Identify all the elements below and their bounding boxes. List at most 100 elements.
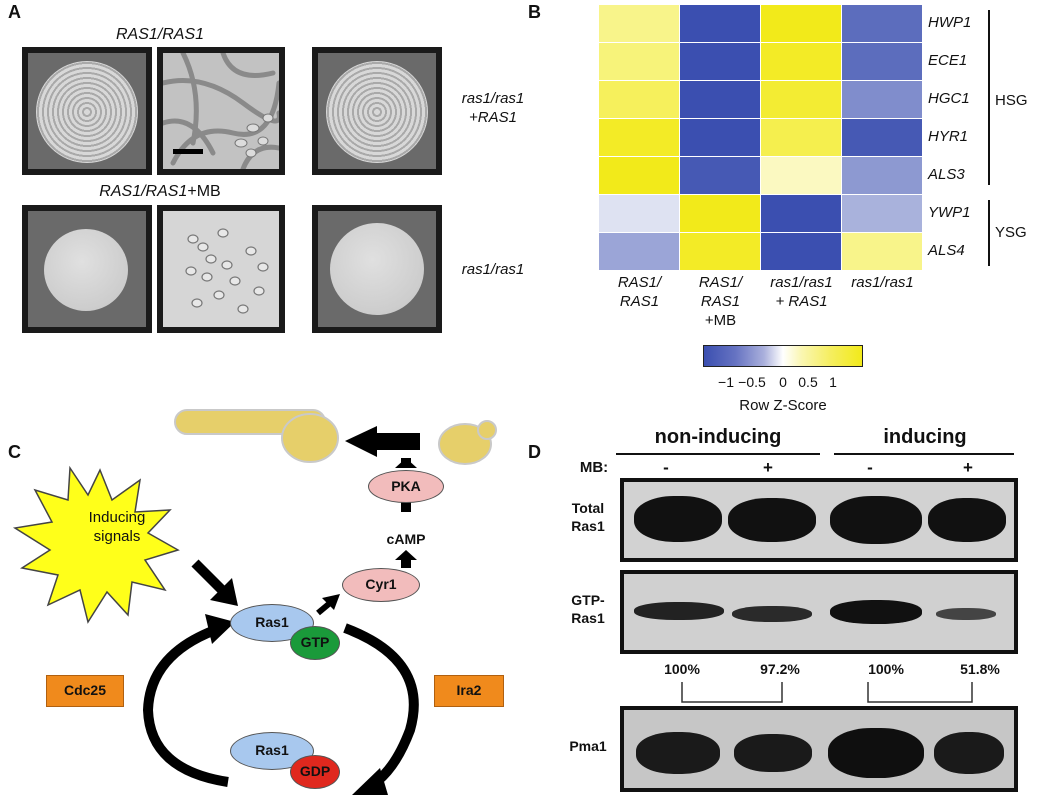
- hyphae-drawing: [163, 53, 279, 169]
- heatmap-cell: [680, 81, 760, 118]
- label-wildtype: RAS1/RAS1: [115, 26, 205, 43]
- mb-sign: +: [963, 458, 973, 477]
- heatmap-cell: [842, 233, 922, 270]
- heatmap-cell: [680, 43, 760, 80]
- inducing-signals-star: [12, 465, 180, 624]
- ras-to-cyr1-arrow: [316, 594, 340, 616]
- blot-pma1: [620, 706, 1018, 792]
- colorbar-tick-label: 0: [779, 374, 787, 390]
- micrograph-hyphae: [157, 47, 285, 175]
- colony-wildtype-mb: [22, 205, 152, 333]
- heatmap-cell: [680, 5, 760, 42]
- mb-sign: +: [763, 458, 773, 477]
- blot-gtp-line2: Ras1: [571, 610, 605, 626]
- label-complemented-line1: ras1/ras1: [461, 90, 525, 107]
- colony-wildtype: [22, 47, 152, 175]
- label-complemented-line2: +RAS1: [469, 109, 517, 126]
- blot-total-line2: Ras1: [571, 518, 605, 534]
- heatmap-cell: [599, 157, 679, 194]
- scale-bar: [173, 149, 203, 154]
- heatmap-cell: [599, 5, 679, 42]
- percentage-label: 97.2%: [760, 661, 800, 677]
- ira2-box: Ira2: [434, 675, 504, 707]
- hsg-label: HSG: [995, 92, 1028, 109]
- heatmap-cell: [842, 195, 922, 232]
- cdc25-label: Cdc25: [63, 682, 107, 698]
- heatmap: [599, 5, 923, 271]
- gtp-to-gdp-arc: [343, 623, 419, 790]
- pka-node: PKA: [368, 470, 444, 503]
- heatmap-cell: [842, 43, 922, 80]
- column-label: RAS1/: [617, 274, 662, 291]
- colorbar-tick-label: −1: [718, 374, 734, 390]
- heatmap-cell: [842, 157, 922, 194]
- panel-c-letter: C: [8, 442, 21, 462]
- colorbar-tick-label: −0.5: [738, 374, 766, 390]
- mb-label: MB:: [579, 459, 609, 476]
- heatmap-cell: [842, 5, 922, 42]
- column-label: ras1/ras1: [770, 274, 833, 291]
- ras1-gtp-label: Ras1: [255, 614, 289, 630]
- heatmap-cell: [599, 119, 679, 156]
- heatmap-cell: [761, 233, 841, 270]
- heatmap-cell: [842, 81, 922, 118]
- pathway-diagram: [12, 409, 497, 795]
- blot-total-ras1: [620, 478, 1018, 562]
- colony-complemented: [312, 47, 442, 175]
- gtp-label: GTP: [300, 634, 330, 650]
- heatmap-cell: [599, 195, 679, 232]
- heatmap-cell: [680, 119, 760, 156]
- gene-label: ECE1: [928, 52, 968, 69]
- gene-label: ALS4: [928, 242, 965, 259]
- cyr1-label: Cyr1: [365, 576, 397, 592]
- gene-label: HWP1: [928, 14, 972, 31]
- colorbar-title: Row Z-Score: [739, 397, 827, 414]
- label-wildtype-mb: RAS1/RAS1+MB: [70, 183, 250, 201]
- percentage-label: 100%: [868, 661, 904, 677]
- column-label: RAS1/: [698, 274, 743, 291]
- heatmap-cell: [761, 5, 841, 42]
- column-label: +MB: [704, 312, 737, 329]
- ira2-label: Ira2: [456, 682, 482, 698]
- percentage-label: 100%: [664, 661, 700, 677]
- mb-sign: -: [663, 458, 669, 477]
- heatmap-cell: [761, 43, 841, 80]
- cdc25-box: Cdc25: [46, 675, 124, 707]
- heatmap-cell: [761, 119, 841, 156]
- micrograph-yeast: [157, 205, 285, 333]
- gene-label: YWP1: [928, 204, 971, 221]
- ysg-bracket-line: [988, 200, 990, 266]
- ysg-label: YSG: [995, 224, 1027, 241]
- hsg-bracket-line: [988, 10, 990, 185]
- panel-b-letter: B: [528, 2, 541, 22]
- colorbar: [703, 345, 863, 367]
- label-mutant: ras1/ras1: [461, 261, 525, 278]
- heatmap-cell: [761, 195, 841, 232]
- gdp-label: GDP: [299, 763, 331, 779]
- blot-total-line1: Total: [571, 500, 605, 516]
- colorbar-tick-label: 0.5: [798, 374, 818, 390]
- percentage-label: 51.8%: [960, 661, 1000, 677]
- heatmap-cell: [599, 81, 679, 118]
- yeast-cell-icon: [438, 420, 497, 465]
- panel-d-letter: D: [528, 442, 541, 462]
- column-label: RAS1: [700, 293, 741, 310]
- signal-arrow: [191, 559, 238, 606]
- inducing-signals-line2: signals: [93, 528, 141, 545]
- label-wildtype-mb-strain: RAS1/RAS1: [99, 183, 188, 200]
- heatmap-cell: [680, 233, 760, 270]
- gdp-node: GDP: [290, 755, 340, 789]
- noninducing-underline: [616, 453, 820, 455]
- gene-label: HYR1: [928, 128, 969, 145]
- colony-mutant: [312, 205, 442, 333]
- heatmap-cell: [599, 43, 679, 80]
- panel-a-letter: A: [8, 2, 21, 22]
- yeast-drawing: [163, 211, 279, 327]
- hyphal-cell-icon: [174, 409, 339, 463]
- column-label: + RAS1: [775, 293, 828, 310]
- colorbar-tick-label: 1: [829, 374, 837, 390]
- inducing-underline: [834, 453, 1014, 455]
- header-noninducing: non-inducing: [654, 426, 782, 448]
- heatmap-cell: [842, 119, 922, 156]
- pka-label: PKA: [391, 478, 421, 494]
